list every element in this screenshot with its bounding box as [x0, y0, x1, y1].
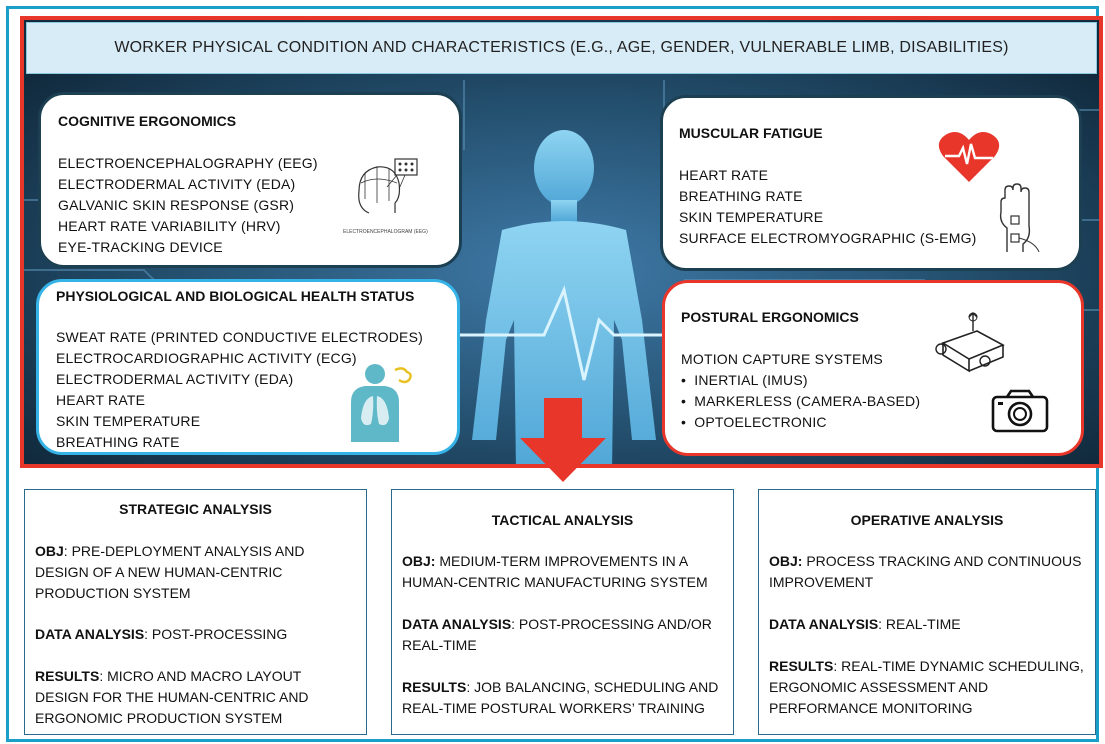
- value: : POST-PROCESSING AND/OR REAL-TIME: [402, 616, 712, 653]
- label: DATA ANALYSIS: [769, 616, 879, 632]
- card-title: POSTURAL ERGONOMICS: [681, 309, 859, 325]
- lungs-body-icon: [351, 364, 412, 442]
- value: PROCESS TRACKING AND CONTINUOUS IMPROVEM…: [769, 553, 1082, 590]
- list-item: MOTION CAPTURE SYSTEMS: [681, 351, 883, 367]
- label: DATA ANALYSIS: [35, 626, 145, 642]
- list-item: GALVANIC SKIN RESPONSE (GSR): [58, 197, 295, 213]
- objective-text: OBJ: PROCESS TRACKING AND CONTINUOUS IMP…: [769, 551, 1087, 593]
- operative-analysis-box: OPERATIVE ANALYSIS OBJ: PROCESS TRACKING…: [758, 489, 1096, 735]
- physiological-health-card: PHYSIOLOGICAL AND BIOLOGICAL HEALTH STAT…: [36, 279, 460, 455]
- results-text: RESULTS: MICRO AND MACRO LAYOUT DESIGN F…: [35, 666, 358, 729]
- box-title: OPERATIVE ANALYSIS: [850, 512, 1004, 528]
- label: DATA ANALYSIS: [402, 616, 512, 632]
- label: RESULTS: [769, 658, 834, 674]
- list-item: SURFACE ELECTROMYOGRAPHIC (S-EMG): [679, 230, 977, 246]
- card-title: COGNITIVE ERGONOMICS: [58, 113, 237, 129]
- imu-sensor-icon: [935, 312, 1005, 373]
- postural-ergonomics-card: POSTURAL ERGONOMICS MOTION CAPTURE SYSTE…: [662, 280, 1084, 456]
- value: : POST-PROCESSING: [144, 626, 288, 642]
- card-title: PHYSIOLOGICAL AND BIOLOGICAL HEALTH STAT…: [56, 288, 415, 304]
- down-arrow-icon: [520, 398, 606, 482]
- value: MEDIUM-TERM IMPROVEMENTS IN A HUMAN-CENT…: [402, 553, 708, 590]
- label: OBJ: [35, 543, 64, 559]
- data-analysis-text: DATA ANALYSIS: POST-PROCESSING AND/OR RE…: [402, 614, 725, 656]
- bullet-item: • OPTOELECTRONIC: [681, 414, 827, 430]
- list-item: HEART RATE: [679, 167, 769, 183]
- data-analysis-text: DATA ANALYSIS: REAL-TIME: [769, 614, 1087, 635]
- camera-icon: [991, 389, 1049, 433]
- label: RESULTS: [402, 679, 467, 695]
- bullet-item: • MARKERLESS (CAMERA-BASED): [681, 393, 921, 409]
- bullet-text: OPTOELECTRONIC: [694, 414, 827, 430]
- tactical-analysis-box: TACTICAL ANALYSIS OBJ: MEDIUM-TERM IMPRO…: [391, 489, 734, 735]
- list-item: SWEAT RATE (PRINTED CONDUCTIVE ELECTRODE…: [56, 329, 423, 345]
- list-item: ELECTROENCEPHALOGRAPHY (EEG): [58, 155, 318, 171]
- worker-condition-banner: WORKER PHYSICAL CONDITION AND CHARACTERI…: [26, 22, 1097, 74]
- value: : REAL-TIME DYNAMIC SCHEDULING, ERGONOMI…: [769, 658, 1084, 716]
- list-item: SKIN TEMPERATURE: [56, 413, 201, 429]
- results-text: RESULTS: REAL-TIME DYNAMIC SCHEDULING, E…: [769, 656, 1087, 719]
- objective-text: OBJ: PRE-DEPLOYMENT ANALYSIS AND DESIGN …: [35, 541, 358, 604]
- hand-sensor-icon: [999, 183, 1040, 253]
- value: : MICRO AND MACRO LAYOUT DESIGN FOR THE …: [35, 668, 309, 726]
- value: : PRE-DEPLOYMENT ANALYSIS AND DESIGN OF …: [35, 543, 305, 601]
- cognitive-ergonomics-card: COGNITIVE ERGONOMICS ELECTROENCEPHALOGRA…: [38, 92, 462, 268]
- box-title: STRATEGIC ANALYSIS: [119, 501, 272, 517]
- label: OBJ:: [769, 553, 803, 569]
- bullet-text: MARKERLESS (CAMERA-BASED): [694, 393, 921, 409]
- list-item: BREATHING RATE: [56, 434, 180, 450]
- list-item: ELECTROCARDIOGRAPHIC ACTIVITY (ECG): [56, 350, 357, 366]
- objective-text: OBJ: MEDIUM-TERM IMPROVEMENTS IN A HUMAN…: [402, 551, 725, 593]
- list-item: EYE-TRACKING DEVICE: [58, 239, 223, 255]
- eeg-caption: ELECTROENCEPHALOGRAM (EEG): [343, 229, 428, 235]
- bullet-text: INERTIAL (IMUS): [694, 372, 808, 388]
- results-text: RESULTS: JOB BALANCING, SCHEDULING AND R…: [402, 677, 725, 719]
- data-analysis-text: DATA ANALYSIS: POST-PROCESSING: [35, 624, 358, 645]
- box-title: TACTICAL ANALYSIS: [491, 512, 634, 528]
- value: : JOB BALANCING, SCHEDULING AND REAL-TIM…: [402, 679, 719, 716]
- label: OBJ:: [402, 553, 436, 569]
- list-item: HEART RATE: [56, 392, 146, 408]
- human-silhouette: [472, 130, 656, 464]
- label: RESULTS: [35, 668, 100, 684]
- strategic-analysis-box: STRATEGIC ANALYSIS OBJ: PRE-DEPLOYMENT A…: [24, 489, 367, 735]
- card-title: MUSCULAR FATIGUE: [679, 125, 823, 141]
- value: : REAL-TIME: [878, 616, 961, 632]
- list-item: ELECTRODERMAL ACTIVITY (EDA): [58, 176, 296, 192]
- heart-pulse-icon: [938, 132, 1000, 182]
- list-item: BREATHING RATE: [679, 188, 803, 204]
- muscular-fatigue-card: MUSCULAR FATIGUE HEART RATE BREATHING RA…: [660, 95, 1082, 271]
- list-item: SKIN TEMPERATURE: [679, 209, 824, 225]
- list-item: ELECTRODERMAL ACTIVITY (EDA): [56, 371, 294, 387]
- list-item: HEART RATE VARIABILITY (HRV): [58, 218, 281, 234]
- eeg-head-icon: [358, 158, 418, 214]
- bullet-item: • INERTIAL (IMUS): [681, 372, 808, 388]
